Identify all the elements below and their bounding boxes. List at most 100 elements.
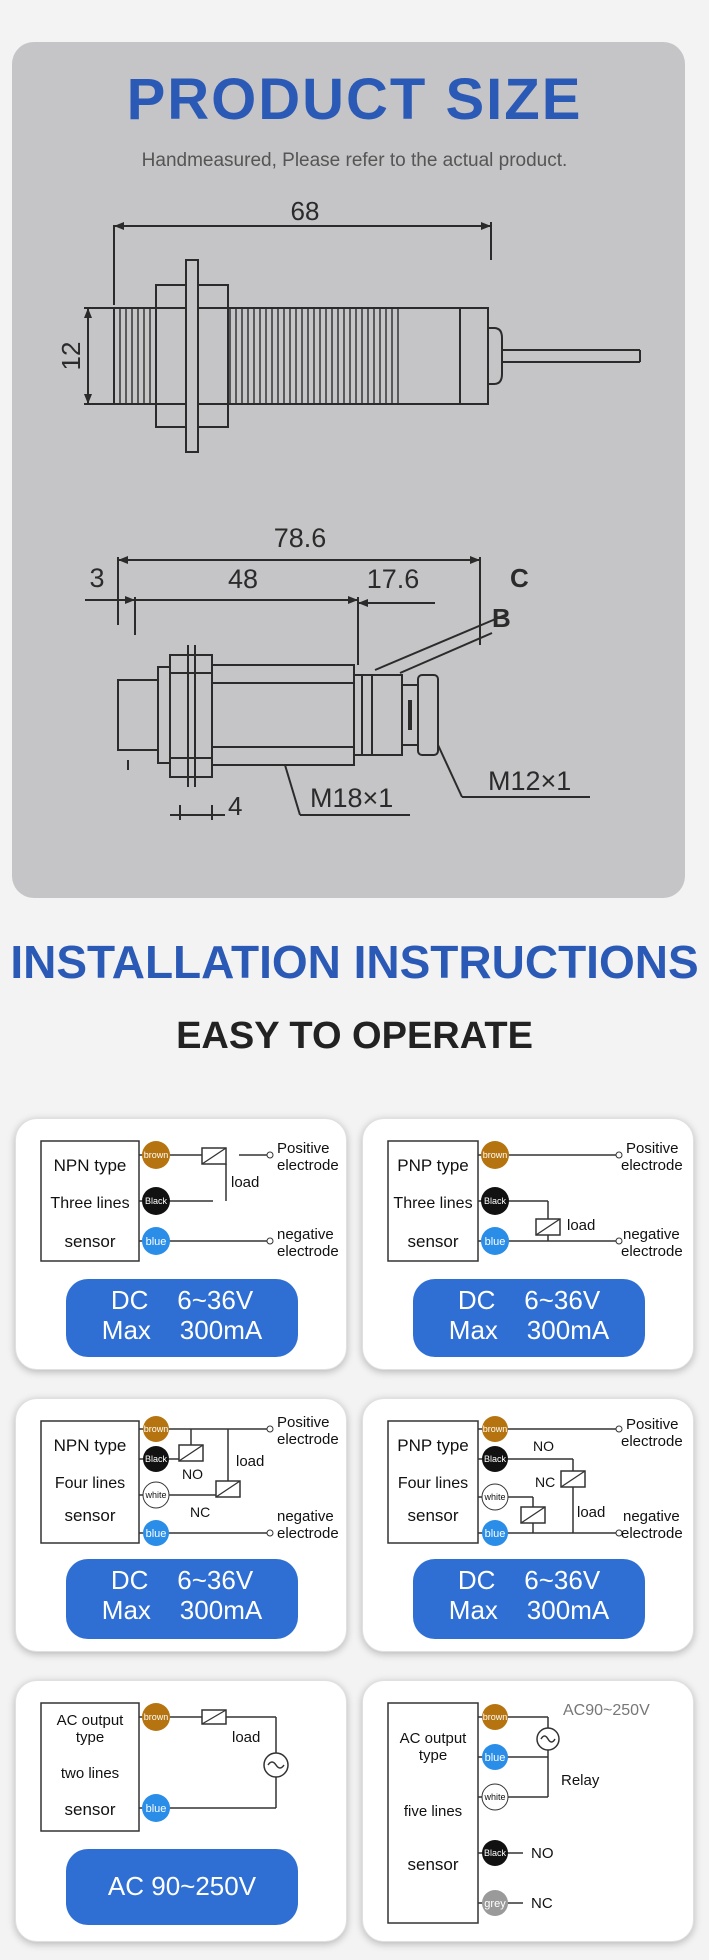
black-wire-dot bbox=[143, 1446, 169, 1472]
spec-current: Max 300mA bbox=[448, 1595, 610, 1625]
negative-label: negative bbox=[277, 1508, 334, 1525]
top-diameter-label: 12 bbox=[56, 342, 86, 371]
blue-wire-dot bbox=[482, 1520, 508, 1546]
white-wire-label: white bbox=[144, 1490, 166, 1500]
blue-wire-dot bbox=[142, 1794, 170, 1822]
white-wire-label: white bbox=[483, 1792, 505, 1802]
installation-subtitle: EASY TO OPERATE bbox=[176, 1015, 533, 1057]
spec-current: Max 300mA bbox=[448, 1315, 610, 1345]
spec-current: Max 300mA bbox=[101, 1595, 263, 1625]
nut-width-label: 4 bbox=[228, 791, 242, 821]
spec-badge: DC 6~36V Max 300mA bbox=[413, 1279, 645, 1357]
positive-label: Positive bbox=[626, 1140, 679, 1157]
brown-wire-label: brown bbox=[144, 1424, 169, 1434]
nc-label: NC bbox=[531, 1895, 553, 1912]
sensor-label: sensor bbox=[64, 1800, 115, 1819]
negative-label-2: electrode bbox=[277, 1525, 339, 1542]
npn-three-wiring-diagram: NPN type Three lines sensor brown Black … bbox=[40, 1140, 339, 1262]
brown-wire-label: brown bbox=[144, 1712, 169, 1722]
sensor-type-label-2: type bbox=[76, 1729, 104, 1746]
spec-voltage: DC 6~36V bbox=[110, 1565, 254, 1595]
body-length-label: 48 bbox=[228, 564, 258, 594]
spec-current: Max 300mA bbox=[101, 1315, 263, 1345]
ac-two-wiring-diagram: AC output type two lines sensor brown bl… bbox=[40, 1702, 289, 1832]
installation-title: INSTALLATION INSTRUCTIONS bbox=[10, 936, 699, 988]
white-wire-dot bbox=[142, 1481, 170, 1509]
brown-wire-dot bbox=[481, 1141, 509, 1169]
sensor-type-label: AC output bbox=[400, 1730, 468, 1747]
npn-four-wiring-diagram: NPN type Four lines sensor brown Black w… bbox=[40, 1414, 339, 1546]
sensor-lines-label: Three lines bbox=[50, 1195, 129, 1212]
blue-wire-label: blue bbox=[146, 1236, 167, 1248]
sensor-type-label: PNP type bbox=[397, 1156, 469, 1175]
tail-length-label: 17.6 bbox=[367, 564, 420, 594]
spec-badge: DC 6~36V Max 300mA bbox=[66, 1559, 298, 1639]
product-size-panel bbox=[12, 42, 685, 898]
left-offset-label: 3 bbox=[89, 563, 104, 593]
positive-label-2: electrode bbox=[277, 1431, 339, 1448]
no-label: NO bbox=[533, 1438, 554, 1454]
white-wire-dot bbox=[481, 1783, 509, 1811]
positive-label: Positive bbox=[626, 1416, 679, 1433]
brown-wire-label: brown bbox=[483, 1150, 508, 1160]
sensor-lines-label: Four lines bbox=[398, 1475, 468, 1492]
spec-badge: AC 90~250V bbox=[66, 1849, 298, 1925]
positive-label-2: electrode bbox=[621, 1433, 683, 1450]
load-label: load bbox=[567, 1217, 595, 1234]
product-size-title: PRODUCT SIZE bbox=[126, 67, 583, 132]
positive-label-2: electrode bbox=[277, 1157, 339, 1174]
total-length-label: 78.6 bbox=[274, 523, 327, 553]
blue-wire-label: blue bbox=[146, 1803, 167, 1815]
blue-wire-dot bbox=[143, 1520, 169, 1546]
positive-label-2: electrode bbox=[621, 1157, 683, 1174]
load-label: load bbox=[236, 1453, 264, 1470]
sensor-lines-label: two lines bbox=[61, 1765, 119, 1782]
spec-badge: DC 6~36V Max 300mA bbox=[66, 1279, 298, 1357]
top-length-label: 68 bbox=[291, 196, 320, 226]
card-npn-four-lines: NPN type Four lines sensor brown Black w… bbox=[15, 1398, 347, 1652]
card-npn-three-lines: NPN type Three lines sensor brown Black … bbox=[15, 1118, 347, 1370]
brown-wire-dot bbox=[142, 1141, 170, 1169]
brown-wire-dot bbox=[142, 1703, 170, 1731]
sensor-lines-label: five lines bbox=[404, 1803, 462, 1820]
no-label: NO bbox=[531, 1845, 554, 1862]
black-wire-label: Black bbox=[484, 1848, 507, 1858]
black-wire-dot bbox=[481, 1187, 509, 1215]
card-ac-two-lines: AC output type two lines sensor brown bl… bbox=[15, 1680, 347, 1942]
card-ac-five-lines: AC output type five lines sensor brown b… bbox=[362, 1680, 694, 1942]
white-wire-label: white bbox=[483, 1492, 505, 1502]
sensor-type-label: AC output bbox=[57, 1712, 125, 1729]
brown-wire-label: brown bbox=[144, 1150, 169, 1160]
product-size-subtitle: Handmeasured, Please refer to the actual… bbox=[141, 150, 568, 171]
blue-wire-dot bbox=[482, 1744, 508, 1770]
spec-voltage: AC 90~250V bbox=[107, 1871, 257, 1901]
nc-label: NC bbox=[190, 1504, 210, 1520]
card-pnp-three-lines: PNP type Three lines sensor brown Black … bbox=[362, 1118, 694, 1370]
sensor-type-label: NPN type bbox=[54, 1156, 127, 1175]
negative-label-2: electrode bbox=[621, 1243, 683, 1260]
negative-label-2: electrode bbox=[621, 1525, 683, 1542]
black-wire-dot bbox=[482, 1840, 508, 1866]
thread-m18-label: M18×1 bbox=[310, 783, 393, 813]
blue-wire-label: blue bbox=[485, 1752, 506, 1764]
sensor-type-label: PNP type bbox=[397, 1436, 469, 1455]
brown-wire-label: brown bbox=[483, 1424, 508, 1434]
positive-label: Positive bbox=[277, 1140, 330, 1157]
bottom-dimension-drawing: 78.6 3 48 17.6 C B M18×1 M12×1 4 bbox=[85, 523, 590, 821]
sensor-label: sensor bbox=[64, 1232, 115, 1251]
brown-wire-label: brown bbox=[483, 1712, 508, 1722]
relay-label: Relay bbox=[561, 1772, 600, 1789]
sensor-label: sensor bbox=[407, 1506, 458, 1525]
nc-label: NC bbox=[535, 1474, 555, 1490]
load-label: load bbox=[577, 1504, 605, 1521]
spec-voltage: DC 6~36V bbox=[110, 1285, 254, 1315]
black-wire-dot bbox=[482, 1446, 508, 1472]
spec-voltage: DC 6~36V bbox=[457, 1565, 601, 1595]
black-wire-label: Black bbox=[484, 1454, 507, 1464]
top-dimension-drawing: 68 12 bbox=[56, 196, 641, 453]
brown-wire-dot bbox=[482, 1416, 508, 1442]
load-label: load bbox=[232, 1729, 260, 1746]
blue-wire-label: blue bbox=[485, 1528, 506, 1540]
brown-wire-dot bbox=[482, 1704, 508, 1730]
sensor-type-label: NPN type bbox=[54, 1436, 127, 1455]
